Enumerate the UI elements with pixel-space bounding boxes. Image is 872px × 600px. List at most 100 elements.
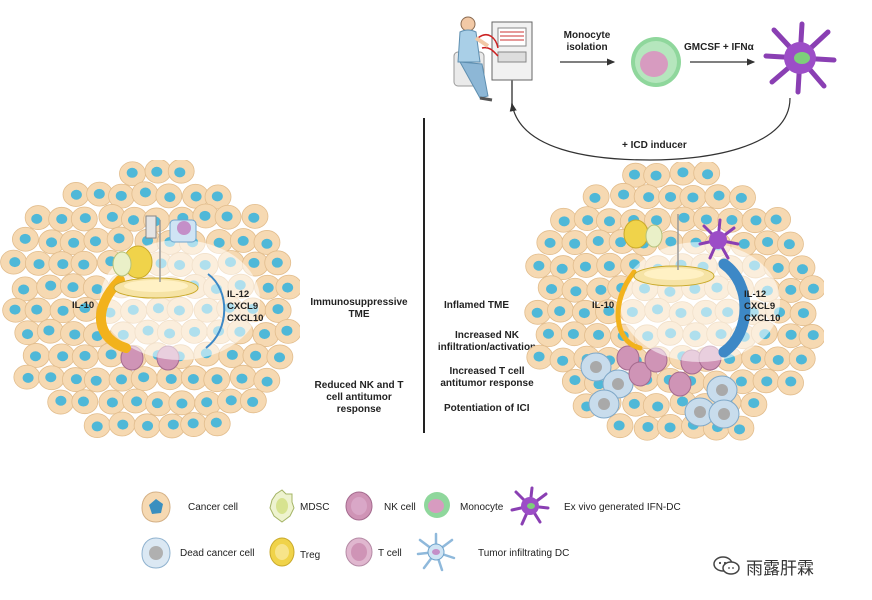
left-tme-line1: Immunosuppressive (310, 297, 408, 308)
right-cxcl9-label: CXCL9 (744, 301, 776, 312)
legend-mdsc-label: MDSC (300, 502, 330, 513)
right-cxcl10-label: CXCL10 (744, 313, 781, 324)
cancer-cell (62, 367, 89, 392)
cancer-cell (253, 367, 281, 393)
right-ifn-dc-cell (698, 218, 740, 260)
cancer-cell (38, 365, 65, 391)
left-resp-line2: cell antitumor (326, 392, 392, 403)
cancer-cell (693, 162, 721, 186)
dead-cancer-cell (708, 399, 740, 429)
cancer-cell (214, 204, 242, 230)
legend-monocyte-icon (424, 492, 450, 518)
step-gmcsf-ifna: GMCSF + IFNα (684, 42, 754, 53)
icd-inducer-label: + ICD inducer (622, 140, 687, 151)
cancer-cell (168, 390, 196, 416)
right-il12-arc (718, 258, 751, 358)
cancer-cell (59, 230, 87, 255)
cancer-cell (524, 299, 552, 325)
cancer-cell (550, 207, 577, 233)
left-resp-line1: Reduced NK and T (314, 380, 404, 391)
cancer-cell (194, 390, 222, 416)
cancer-cell (47, 389, 75, 415)
cancer-cell (36, 274, 64, 300)
cancer-cell (561, 230, 589, 255)
cancer-cell (36, 318, 64, 344)
cancer-cell (71, 389, 99, 415)
cancer-cell (788, 346, 816, 372)
left-tidc-cell (177, 221, 191, 235)
right-il12-label: IL-12 (744, 289, 767, 300)
legend-cancer-cell-label: Cancer cell (188, 502, 239, 513)
cancer-cell (266, 344, 294, 370)
right-il10-arc (615, 269, 643, 351)
left-tme-overlay (95, 215, 260, 360)
right-t-line2: antitumor response (440, 378, 534, 389)
left-il10-arc (95, 275, 131, 353)
cancer-cell (131, 181, 159, 207)
ifn-dc-icon (763, 21, 837, 95)
cancer-cell (242, 343, 270, 369)
cancer-cell (561, 368, 589, 394)
cancer-cell (584, 323, 611, 348)
left-il12-label: IL-12 (227, 289, 250, 300)
cancer-cell (49, 298, 77, 324)
cancer-cell (717, 207, 745, 233)
cancer-cell (158, 413, 186, 439)
cancer-cell (98, 204, 126, 229)
cancer-cell (560, 321, 588, 347)
legend-nk-cell-icon (345, 491, 373, 521)
cancer-cell (573, 206, 601, 232)
legend-treg-label: Treg (300, 550, 321, 561)
legend-dead-cancer-cell-icon (141, 537, 171, 569)
legend-nk-cell-label: NK cell (384, 502, 416, 513)
cancer-cell (241, 203, 269, 229)
cancer-cell (229, 228, 257, 253)
cancer-cell (798, 324, 824, 349)
right-ici-note: Potentiation of ICI (444, 403, 530, 414)
cancer-cell (264, 250, 292, 276)
cancer-cell (585, 229, 613, 255)
cancer-cell (14, 320, 42, 346)
cancer-cell (2, 297, 30, 323)
right-t-line1: Increased T cell (449, 366, 525, 377)
nk-cell (668, 371, 692, 397)
cancer-cell (595, 208, 623, 234)
cancer-cell (643, 162, 671, 188)
cancer-cell (11, 276, 39, 302)
cancer-cell (537, 275, 565, 301)
cancer-cell (13, 364, 41, 390)
cancer-cell (763, 254, 791, 280)
cancer-cell (264, 298, 292, 323)
panel-divider (423, 118, 425, 433)
cancer-cell (180, 412, 208, 437)
step-monocyte-isolation-line1: Monocyte (563, 30, 611, 41)
cancer-cell (777, 370, 804, 396)
cancer-cell (777, 231, 804, 257)
watermark-text: 雨露肝霖 (746, 559, 814, 579)
right-mdsc-cell (645, 224, 663, 248)
cancer-cell (83, 413, 111, 439)
cancer-cell (525, 253, 553, 279)
legend-t-cell-icon (345, 537, 373, 567)
legend-dead-cancer-cell-label: Dead cancer cell (180, 548, 255, 559)
monocyte-icon (631, 37, 681, 87)
cancer-cell (642, 393, 670, 418)
cancer-cell (155, 183, 183, 209)
cancer-cell (24, 205, 52, 230)
cancer-cell (252, 322, 280, 347)
cancer-cell (70, 250, 98, 276)
cancer-cell (83, 227, 111, 253)
right-treg-cell (623, 219, 649, 249)
right-nk-line1: Increased NK (455, 330, 519, 341)
wechat-icon (713, 556, 740, 575)
arrow-return-icd (509, 97, 791, 161)
legend-mdsc-icon (269, 489, 295, 523)
cancer-cell (536, 230, 564, 255)
cancer-cell (764, 206, 792, 232)
cancer-cell (180, 365, 208, 391)
cancer-cell (669, 162, 697, 186)
cancer-cell (547, 297, 574, 323)
cancer-cell (596, 252, 624, 278)
right-t-note: Increased T cell antitumor response (432, 366, 542, 390)
process-arrows (509, 58, 791, 161)
